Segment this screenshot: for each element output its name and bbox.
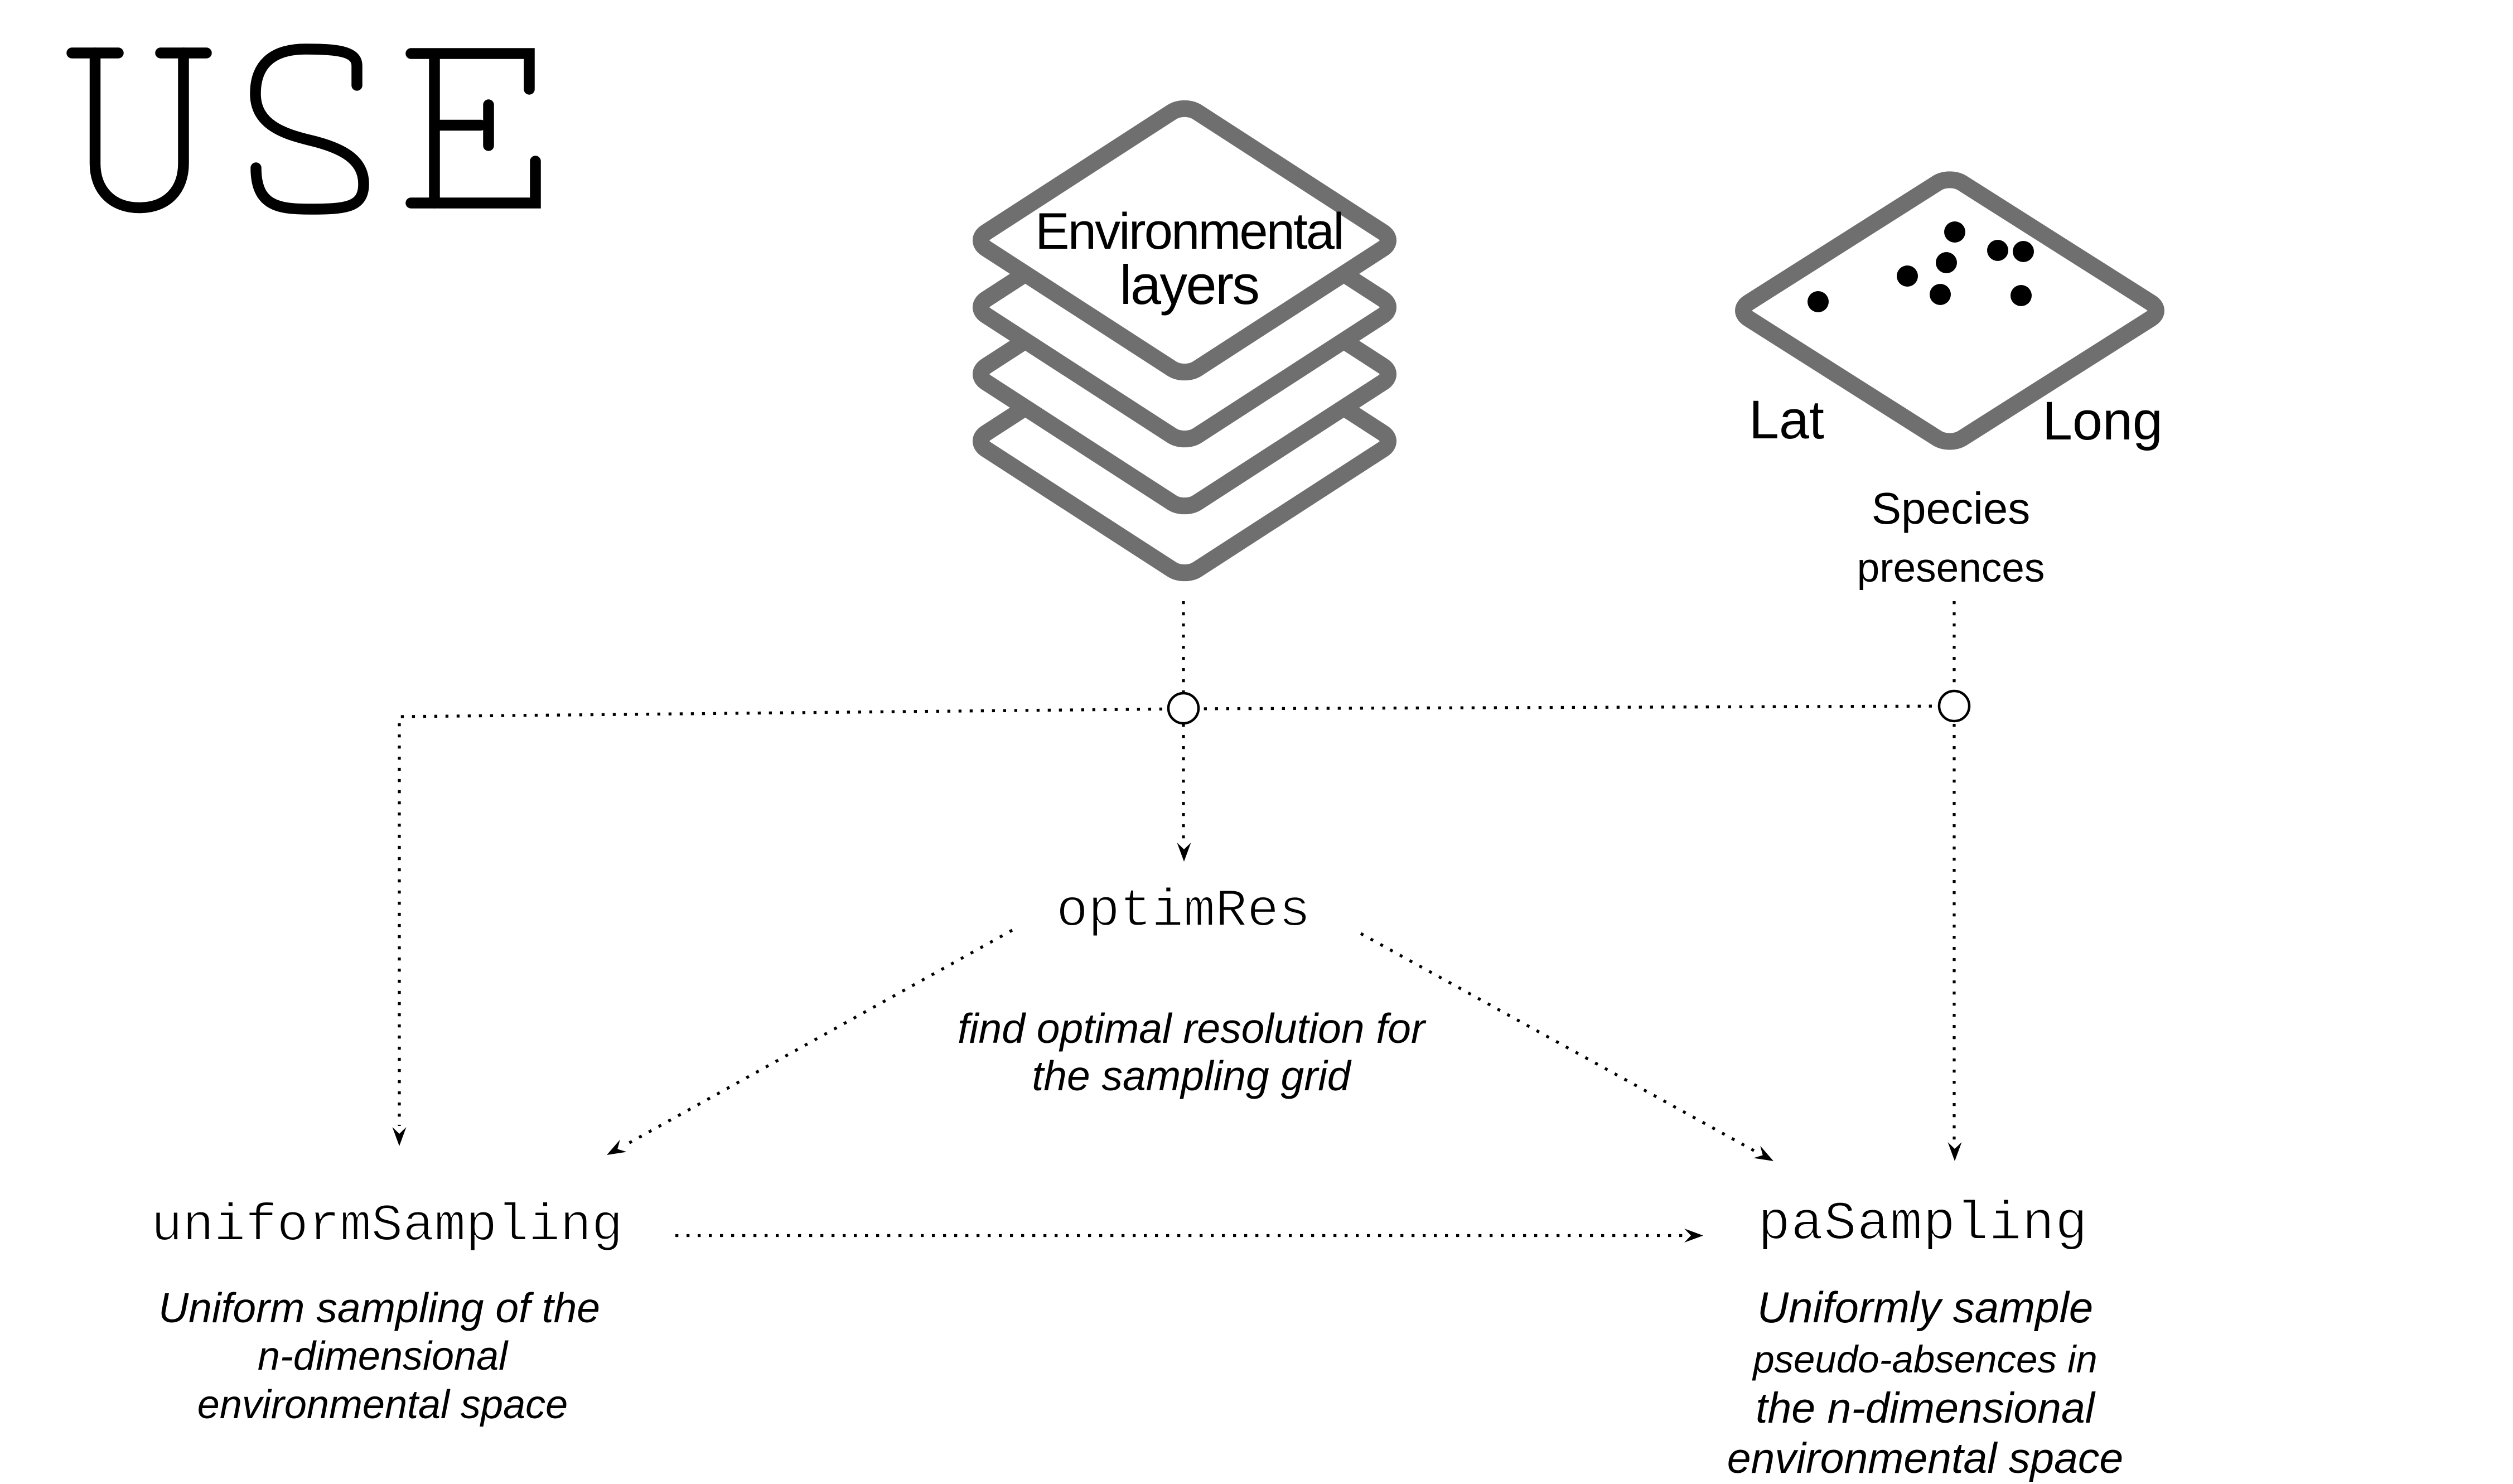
svg-text:Long: Long bbox=[2042, 390, 2163, 451]
svg-text:uniformSampling: uniformSampling bbox=[151, 1197, 623, 1256]
svg-text:Uniformly sample: Uniformly sample bbox=[1757, 1283, 2093, 1332]
svg-text:the n-dimensional: the n-dimensional bbox=[1756, 1384, 2096, 1432]
svg-text:Environmental: Environmental bbox=[1035, 203, 1343, 260]
svg-text:Uniform sampling of the: Uniform sampling of the bbox=[158, 1284, 600, 1331]
svg-text:n-dimensional: n-dimensional bbox=[258, 1334, 509, 1379]
svg-text:presences: presences bbox=[1857, 545, 2045, 591]
svg-text:find optimal resolution for: find optimal resolution for bbox=[958, 1005, 1427, 1052]
svg-text:the sampling grid: the sampling grid bbox=[1032, 1052, 1351, 1099]
svg-text:environmental space: environmental space bbox=[197, 1383, 568, 1427]
svg-text:pseudo-absences in: pseudo-absences in bbox=[1752, 1338, 2098, 1381]
svg-text:layers: layers bbox=[1119, 254, 1258, 316]
svg-text:Lat: Lat bbox=[1749, 389, 1824, 450]
svg-text:optimRes: optimRes bbox=[1056, 881, 1311, 941]
svg-text:paSampling: paSampling bbox=[1758, 1194, 2088, 1255]
svg-text:Species: Species bbox=[1872, 484, 2031, 533]
svg-text:environmental space: environmental space bbox=[1727, 1434, 2124, 1482]
